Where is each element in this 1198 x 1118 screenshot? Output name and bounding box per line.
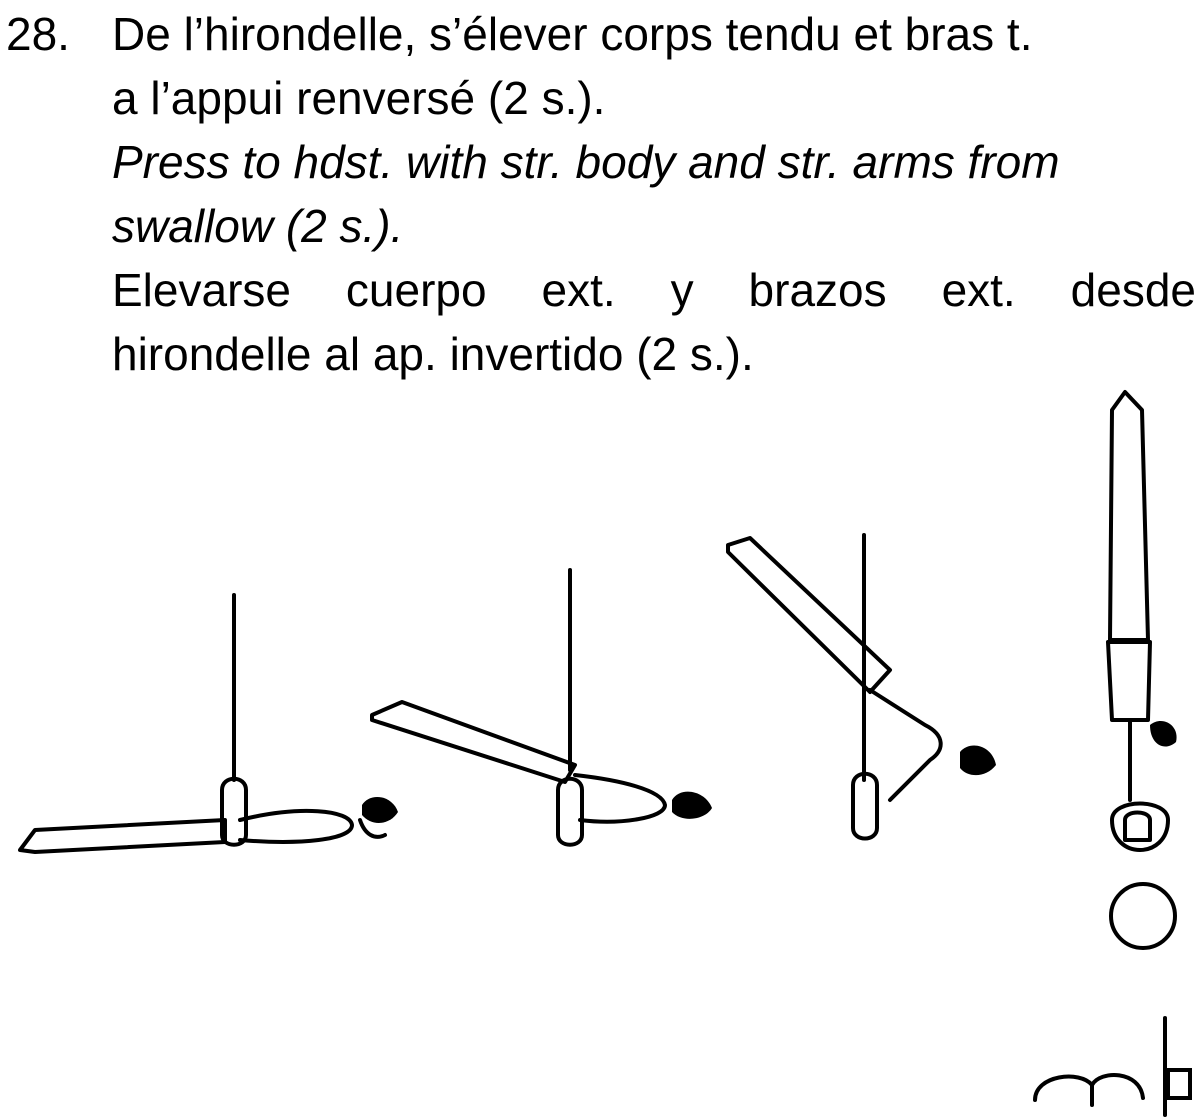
spanish-line-2: hirondelle al ap. invertido (2 s.). [112,328,754,380]
spanish-line-1: Elevarse cuerpo ext. y brazos ext. desde [112,264,1196,316]
head-4 [1150,721,1177,747]
french-line-1: De l’hirondelle, s’élever corps tendu et… [112,8,1033,60]
ring-4 [1110,801,1170,852]
rings-notation-mark [1033,1016,1192,1117]
body-legs-1 [18,818,227,854]
notation-arcs [1033,1073,1145,1102]
figure-press-start [370,568,712,847]
body-torso-1 [238,808,354,844]
hands-4 [1123,810,1152,842]
body-legs-3 [726,536,892,694]
figure-handstand [1106,390,1177,852]
face-1 [358,818,387,839]
english-line-2: swallow (2 s.). [112,200,404,252]
body-torso-3 [868,688,943,802]
figure-press-pike [726,533,996,841]
body-legs-2 [370,700,577,784]
french-line-2: a l’appui renversé (2 s.). [112,72,606,124]
ring-3 [851,771,879,841]
ring-2 [556,776,584,847]
exercise-text: De l’hirondelle, s’élever corps tendu et… [112,2,1196,386]
circle-symbol [1109,882,1177,950]
head-1 [362,796,398,823]
body-torso-4 [1106,640,1152,722]
english-line-1: Press to hdst. with str. body and str. a… [112,136,1060,188]
gymnastics-figure [18,390,1192,1117]
body-legs-4 [1108,390,1150,642]
exercise-number: 28. [6,8,70,60]
body-torso-2 [573,773,667,824]
figure-swallow [18,593,398,854]
head-3 [960,745,996,776]
head-2 [672,791,712,819]
notation-box [1166,1068,1192,1100]
